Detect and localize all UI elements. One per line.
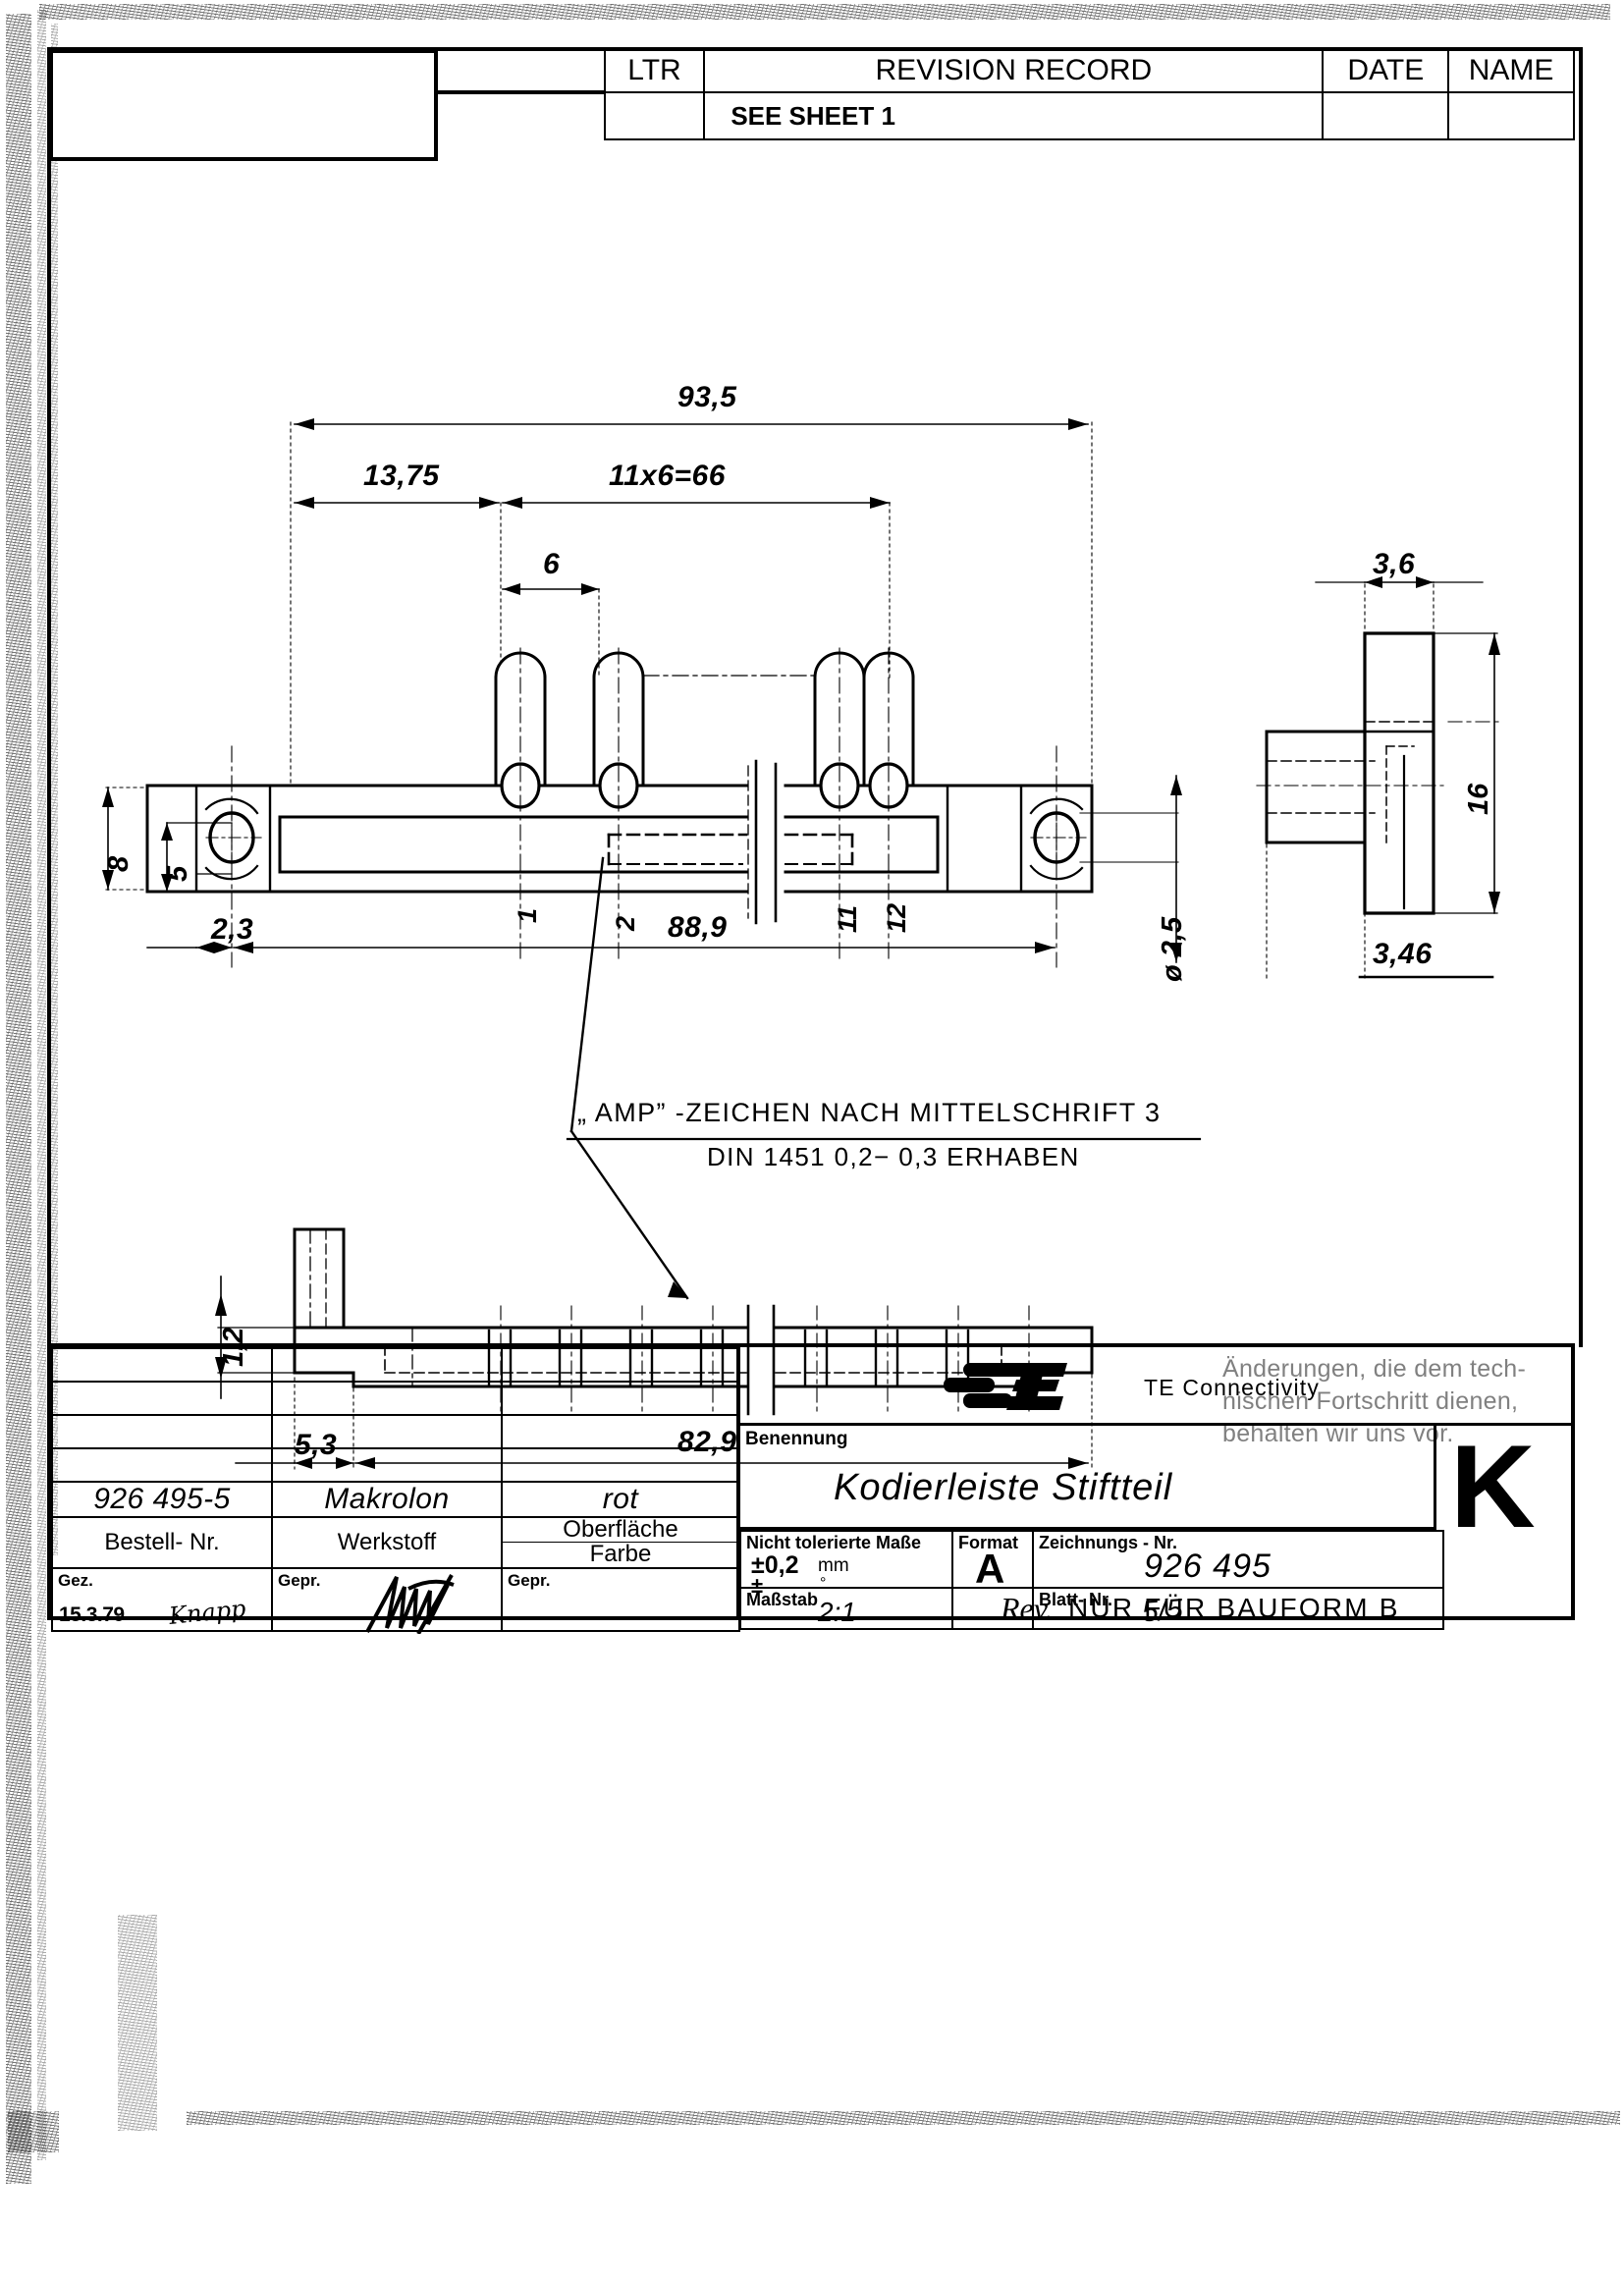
tolerance-value: ±0,2	[751, 1551, 799, 1579]
farbe-value: rot	[501, 1481, 740, 1518]
part-table: 926 495-5 Makrolon rot Bestell- Nr. Werk…	[51, 1347, 740, 1634]
dimension-mounting-hole-diameter: ø 2,5	[1157, 916, 1188, 982]
revision-letter: K	[1450, 1421, 1536, 1552]
gepr-cell-2: Gepr.	[501, 1566, 740, 1632]
tolerance-cell: Nicht tolerierte Maße ±0,2 mm ± °	[739, 1530, 953, 1598]
table-row-empty-2	[51, 1381, 740, 1416]
revision-header-record: REVISION RECORD	[703, 48, 1325, 93]
empty-cell	[271, 1447, 503, 1483]
gez-signature: Knapp	[167, 1594, 247, 1630]
empty-cell	[271, 1381, 503, 1416]
empty-cell	[271, 1414, 503, 1449]
benennung-label: Benennung	[745, 1429, 848, 1449]
dimension-first-pin-offset: 13,75	[363, 460, 440, 492]
gepr-cell-1: Gepr.	[271, 1566, 503, 1634]
company-row: TE Connectivity	[739, 1347, 1575, 1426]
oberflaeche-label: Oberfläche	[503, 1517, 738, 1544]
gez-cell: Gez. 15.3.79 Knapp	[51, 1566, 273, 1632]
pin-label-11: 11	[833, 904, 862, 933]
sheet-number-cell: Blatt- Nr. 5/5	[1032, 1587, 1444, 1630]
revision-letter-box: K	[1436, 1426, 1578, 1620]
gez-label: Gez.	[58, 1570, 93, 1590]
benennung-block: Benennung Kodierleiste Stiftteil	[739, 1426, 1436, 1530]
revision-row-date	[1322, 91, 1450, 140]
werkstoff-value: Makrolon	[271, 1481, 503, 1518]
werkstoff-label: Werkstoff	[271, 1516, 503, 1569]
tolerance-label: Nicht tolerierte Maße	[746, 1533, 922, 1552]
bestell-nr-label: Bestell- Nr.	[51, 1516, 273, 1569]
gepr1-label: Gepr.	[278, 1570, 321, 1590]
empty-cell	[51, 1347, 273, 1383]
revision-row-record: SEE SHEET 1	[703, 91, 1325, 140]
dimension-mounting-hole-span: 88,9	[668, 911, 728, 944]
tolerance-unit: mm	[818, 1555, 849, 1576]
drawing-number-value: 926 495	[1144, 1548, 1272, 1585]
title-block-left: 926 495-5 Makrolon rot Bestell- Nr. Werk…	[51, 1347, 740, 1634]
empty-cell	[51, 1381, 273, 1416]
dimension-pin-pitch-total: 11x6=66	[609, 460, 726, 492]
marking-note-line2: DIN 1451 0,2− 0,3 ERHABEN	[707, 1142, 1080, 1171]
scale-label: Maßstab	[746, 1590, 819, 1609]
title-block-right: TE Connectivity Benennung Kodierleiste S…	[736, 1347, 1575, 1630]
scale-cell: Maßstab 2:1	[739, 1587, 953, 1630]
farbe-label: Farbe	[589, 1541, 652, 1568]
gepr2-label: Gepr.	[508, 1570, 551, 1590]
format-cell: Format A	[951, 1530, 1034, 1592]
oberflaeche-farbe-label: Oberfläche Farbe	[501, 1516, 740, 1569]
table-row-tolerance: Nicht tolerierte Maße ±0,2 mm ± ° Format…	[739, 1530, 1444, 1598]
marking-note-line1: „ AMP” -ZEICHEN NACH MITTELSCHRIFT 3	[577, 1098, 1162, 1127]
dimension-edge-offset: 2,3	[211, 913, 254, 946]
table-row-scale: Maßstab 2:1 Rev. Blatt- Nr. 5/5	[739, 1587, 1444, 1630]
part-title: Kodierleiste Stiftteil	[834, 1467, 1173, 1508]
empty-cell	[501, 1381, 740, 1416]
table-row-part-labels: Bestell- Nr. Werkstoff Oberfläche Farbe	[51, 1516, 740, 1569]
company-name: TE Connectivity	[1144, 1375, 1321, 1400]
tolerance-unit-2: °	[820, 1575, 827, 1592]
pin-label-12: 12	[882, 902, 911, 933]
dimension-hole-center-height: 5	[162, 865, 193, 882]
format-value: A	[975, 1546, 1005, 1592]
gepr-signature-mark	[365, 1573, 455, 1634]
sheet-number-value: 5/5	[1140, 1593, 1184, 1629]
dimension-overall-length: 93,5	[677, 381, 737, 413]
revision-header-date: DATE	[1322, 48, 1450, 93]
table-row-empty-3	[51, 1414, 740, 1449]
dimension-post-width: 3,6	[1373, 548, 1416, 580]
revision-blank-box	[49, 49, 438, 161]
empty-cell	[51, 1414, 273, 1449]
revision-header-name: NAME	[1447, 48, 1575, 93]
empty-cell	[271, 1347, 503, 1383]
dimension-pin-pitch: 6	[543, 548, 561, 580]
revision-row-ltr	[603, 91, 706, 140]
revision-row-name	[1447, 91, 1575, 140]
pin-label-1: 1	[513, 907, 542, 923]
table-row-part-values: 926 495-5 Makrolon rot	[51, 1481, 740, 1518]
empty-cell	[501, 1447, 740, 1483]
empty-cell	[51, 1447, 273, 1483]
dimension-base-thickness: 3,46	[1373, 938, 1433, 970]
empty-cell	[501, 1347, 740, 1383]
dimension-overall-height: 16	[1463, 783, 1494, 815]
title-block: 926 495-5 Makrolon rot Bestell- Nr. Werk…	[47, 1343, 1575, 1634]
two-line-label: Oberfläche Farbe	[503, 1517, 738, 1568]
te-logo	[944, 1363, 1067, 1410]
gez-date: 15.3.79	[59, 1603, 125, 1626]
pin-label-2: 2	[611, 915, 640, 931]
rev-cell: Rev.	[951, 1587, 1054, 1630]
empty-cell	[501, 1414, 740, 1449]
revision-header-ltr: LTR	[603, 48, 706, 93]
drawing-number-label: Zeichnungs - Nr.	[1039, 1533, 1178, 1552]
table-row-signatures: Gez. 15.3.79 Knapp Gepr. Gepr.	[51, 1566, 740, 1634]
format-label: Format	[958, 1533, 1019, 1552]
table-row-empty-4	[51, 1447, 740, 1483]
sheet-number-label: Blatt- Nr.	[1039, 1590, 1113, 1609]
drawing-info-table: Nicht tolerierte Maße ±0,2 mm ± ° Format…	[739, 1530, 1444, 1630]
dimension-body-height: 8	[103, 855, 135, 872]
table-row-empty-1	[51, 1347, 740, 1383]
bestell-nr-value: 926 495-5	[51, 1481, 273, 1518]
drawing-number-cell: Zeichnungs - Nr. 926 495	[1032, 1530, 1444, 1589]
scale-value: 2:1	[818, 1597, 856, 1627]
